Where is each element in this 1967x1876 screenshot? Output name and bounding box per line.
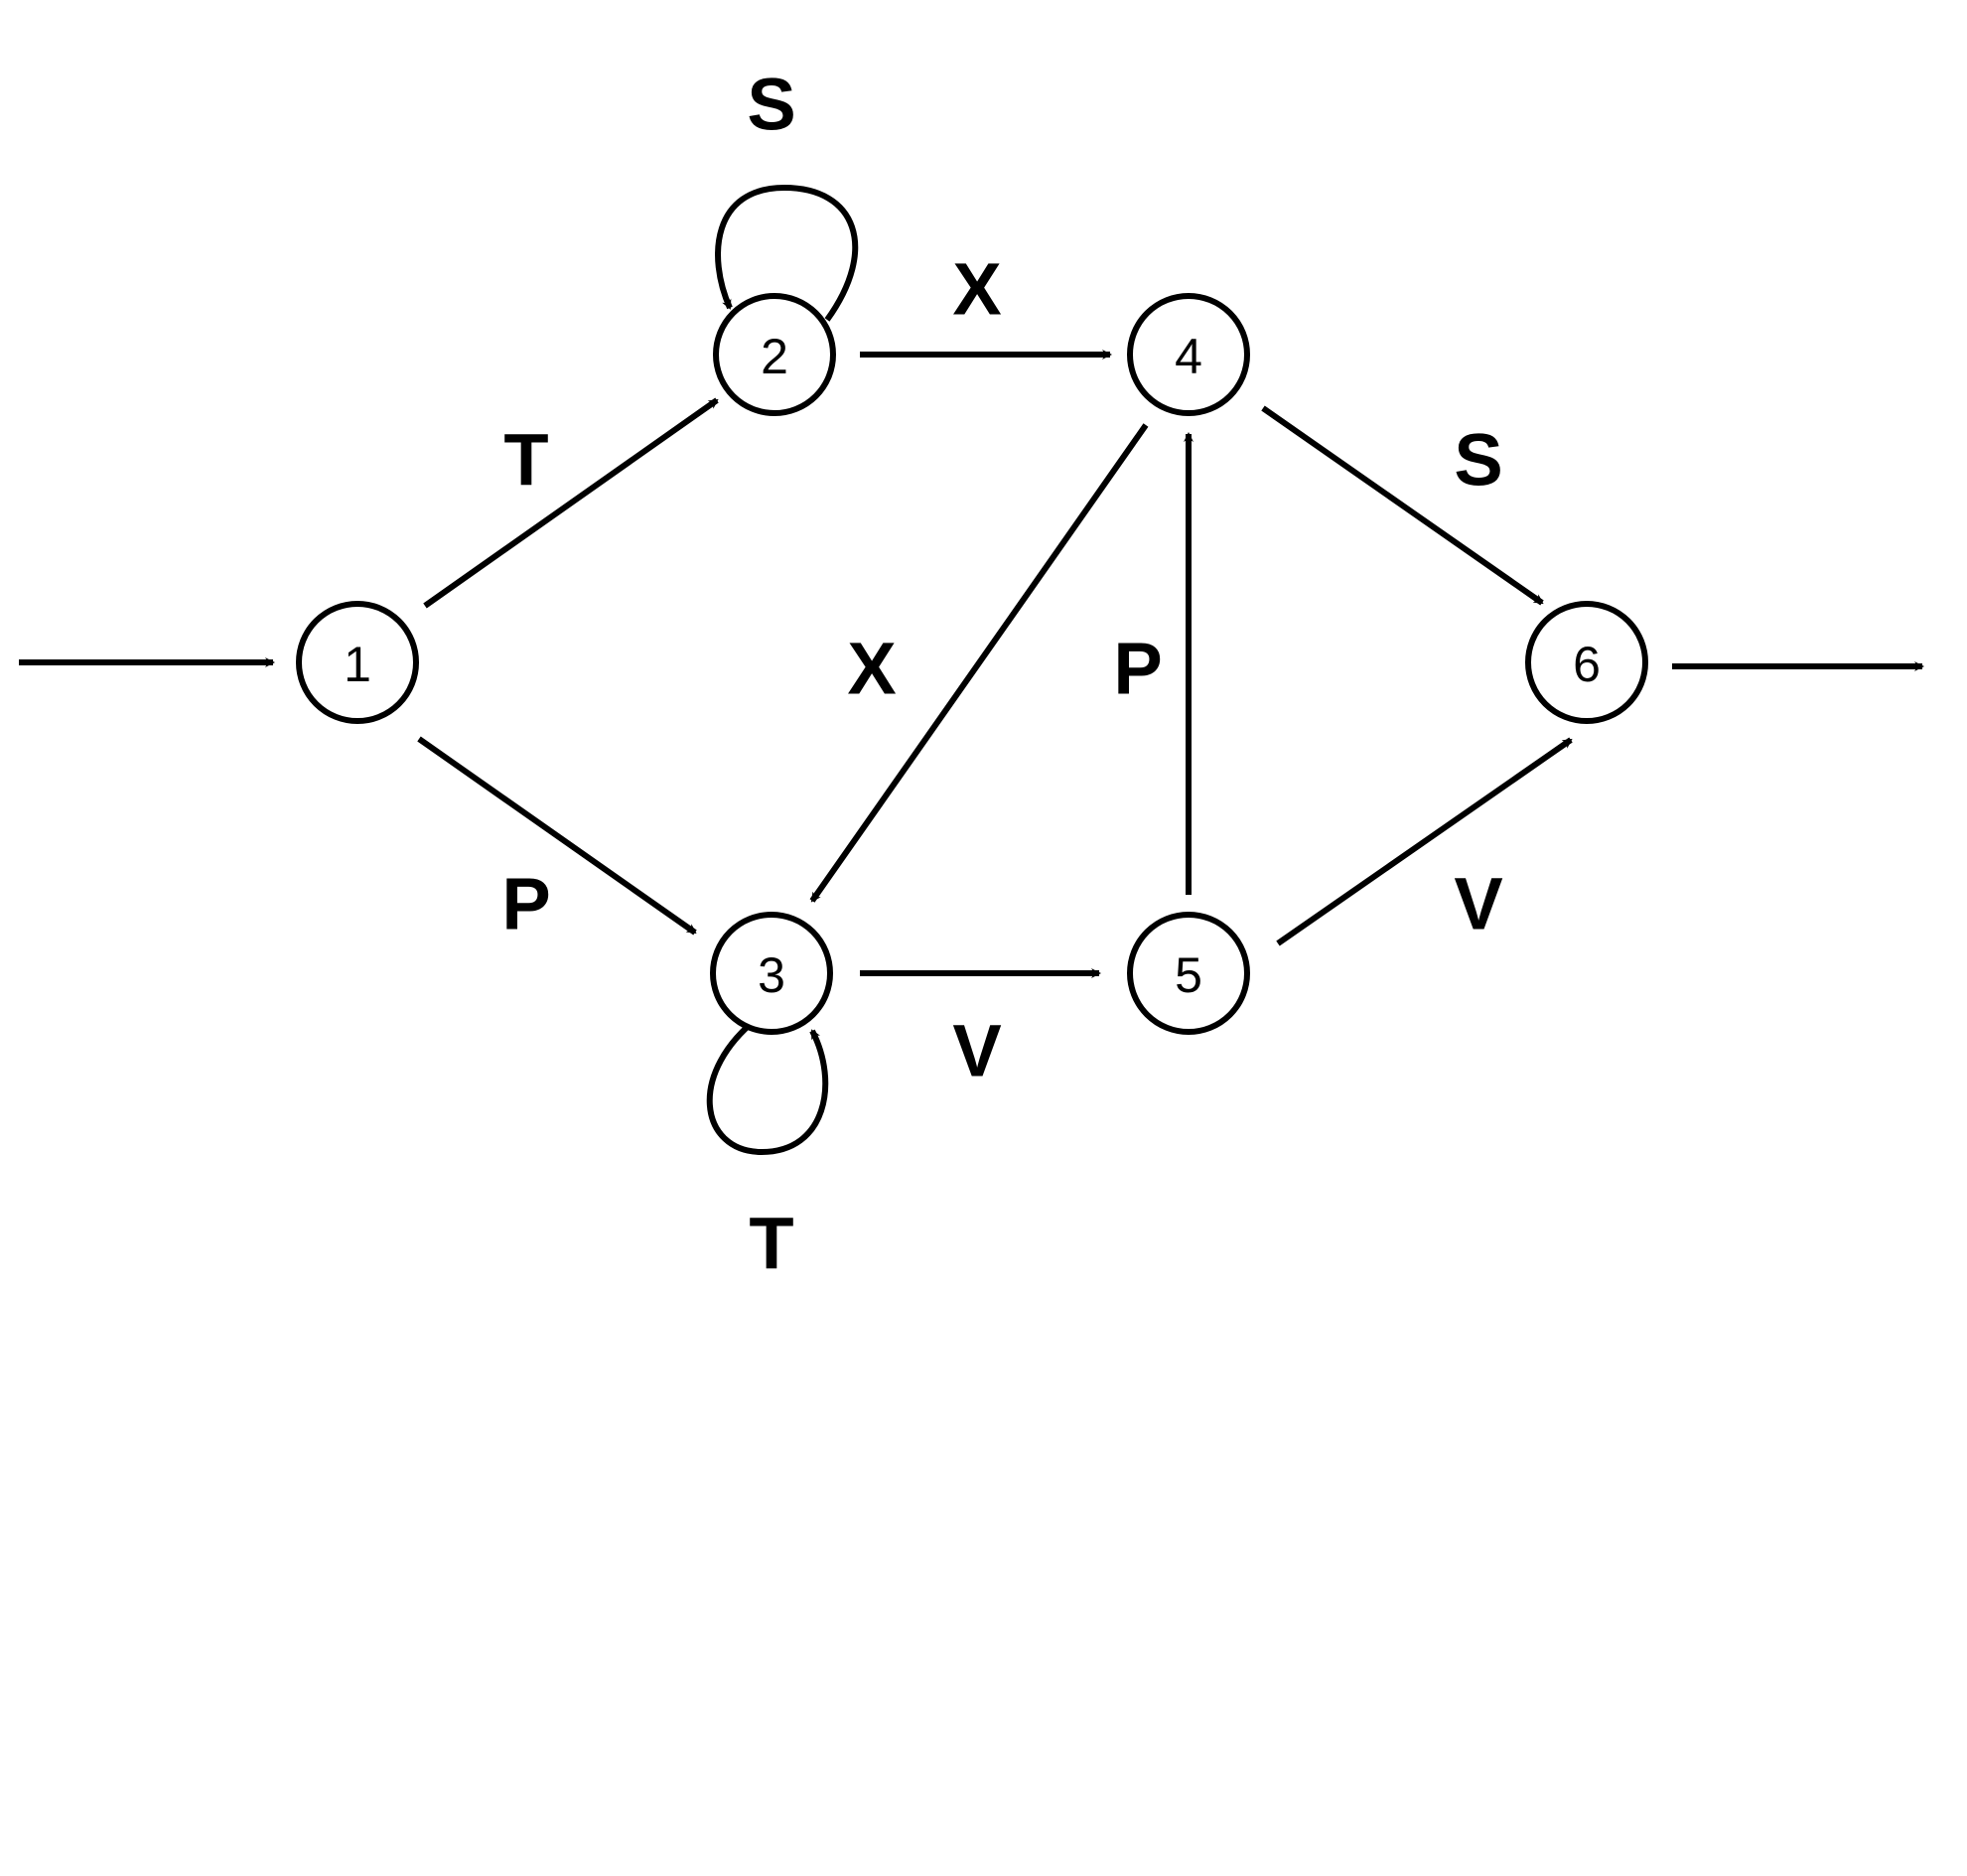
node-label-2: 2 <box>761 329 788 384</box>
edge-1-to-3 <box>417 736 697 936</box>
node-1 <box>296 601 419 724</box>
edge-label-5-to-6: V <box>1454 863 1502 945</box>
edge-3-to-3 <box>706 1012 829 1156</box>
edge-2-to-2 <box>715 184 859 322</box>
node-3 <box>710 912 833 1035</box>
edge-1-to-2 <box>423 397 719 609</box>
node-2 <box>713 293 836 416</box>
edge-label-2-to-4: X <box>952 248 1001 331</box>
node-label-4: 4 <box>1175 329 1202 384</box>
node-label-3: 3 <box>758 947 785 1003</box>
edge-label-5-to-4: P <box>1113 628 1162 710</box>
edge-4-to-3 <box>809 423 1149 903</box>
edge-label-3-to-3: T <box>749 1203 793 1285</box>
edge-4-to-6 <box>1261 405 1544 606</box>
edge-label-3-to-5: V <box>952 1010 1001 1092</box>
node-5 <box>1127 912 1250 1035</box>
node-4 <box>1127 293 1250 416</box>
node-label-6: 6 <box>1573 637 1601 692</box>
edge-label-4-to-3: X <box>847 628 896 710</box>
node-label-1: 1 <box>344 637 371 692</box>
edge-5-to-6 <box>1276 737 1573 946</box>
edge-label-1-to-2: T <box>503 419 548 502</box>
edge-label-4-to-6: S <box>1454 419 1502 502</box>
edge-label-1-to-3: P <box>501 863 550 945</box>
edge-label-2-to-2: S <box>747 64 795 146</box>
node-6 <box>1525 601 1648 724</box>
node-label-5: 5 <box>1175 947 1202 1003</box>
